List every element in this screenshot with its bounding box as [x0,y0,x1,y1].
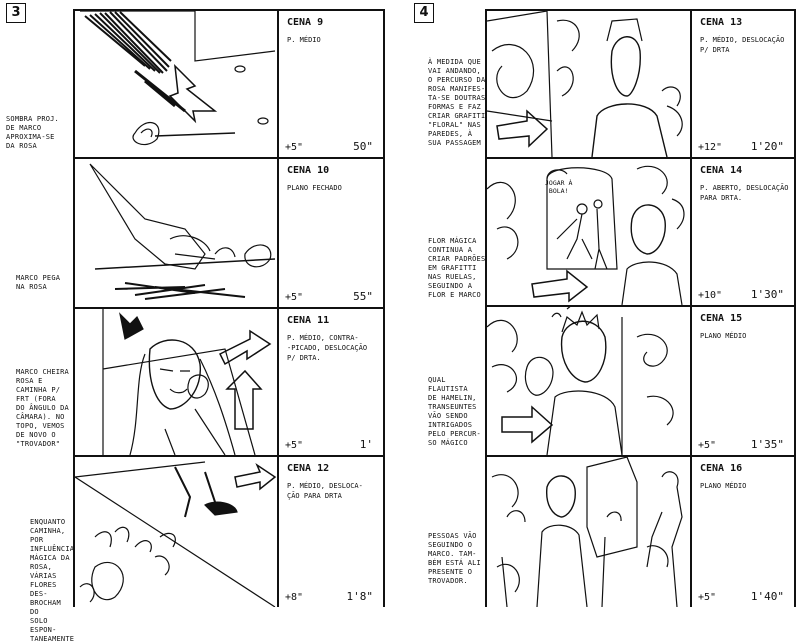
scene-duration: +10" [698,290,723,301]
scene-title: CENA 9 [287,17,324,28]
scene-time: 1'35" [750,438,784,451]
row-line [485,157,795,159]
scene-note: MARCO CHEIRA ROSA E CAMINHA P/ FRT (FORA… [16,368,69,448]
scene-title: CENA 14 [700,165,743,176]
scene-note: SOMBRA PROJ. DE MARCO APROXIMA-SE DA ROS… [6,115,59,150]
scene-description: PLANO MÉDIO [700,332,747,340]
scene-time: 1'8" [346,590,374,603]
scene-info: CENA 12 P. MÉDIO, DESLOCA- ÇÃO PARA DRTA… [279,457,383,607]
scene-title: CENA 15 [700,313,743,324]
scene-time: 50" [353,140,373,153]
scene-description: P. MÉDIO, DESLOCAÇÃO P/ DRTA [700,36,785,54]
scene-title: CENA 11 [287,315,330,326]
scene-time: 1'20" [750,140,784,153]
page-number: 3 [6,3,26,23]
scene-sketch [75,457,277,607]
speech-bubble: JOGAR À BOLA! [545,179,573,195]
scene-duration: +8" [285,592,304,603]
scene-time: 1'40" [750,590,784,603]
row-line [73,157,384,159]
scene-title: CENA 13 [700,17,743,28]
scene-sketch [487,11,690,157]
scene-description: P. MÉDIO [287,36,321,44]
scene-duration: +5" [698,440,717,451]
scene-duration: +5" [698,592,717,603]
scene-description: P. MÉDIO, DESLOCA- ÇÃO PARA DRTA [287,482,363,500]
scene-info: CENA 15 PLANO MÉDIO +5" 1'35" [692,307,794,455]
page-number: 4 [414,3,434,23]
row-line [73,9,384,11]
scene-title: CENA 10 [287,165,330,176]
row-line [485,455,795,457]
frame-border-left [485,9,487,607]
frame-divider [690,9,692,607]
scene-note: FLOR MÁGICA CONTINUA A CRIAR PADRÕES EM … [428,237,486,299]
scene-title: CENA 12 [287,463,330,474]
scene-note: À MEDIDA QUE VAI ANDANDO, O PERCURSO DA … [428,58,486,147]
scene-note: MARCO PEGA NA ROSA [16,274,61,291]
scene-time: 55" [353,290,373,303]
scene-description: P. ABERTO, DESLOCAÇÃO PARA DRTA. [700,184,789,202]
scene-note: PESSOAS VÃO SEGUINDO O MARCO. TAM- BÉM E… [428,532,481,585]
row-line [73,455,384,457]
storyboard-page-3: 3 SOMBRA PROJ. DE MARCO APROXIMA-SE DA R… [0,0,400,643]
scene-info: CENA 9 P. MÉDIO +5" 50" [279,11,383,157]
storyboard-page-4: 4 À MEDIDA QUE VAI ANDANDO, O PERCURSO D… [400,0,800,611]
scene-duration: +5" [285,142,304,153]
scene-sketch [75,11,277,157]
scene-info: CENA 16 PLANO MÉDIO +5" 1'40" [692,457,794,607]
scene-sketch [487,307,690,455]
scene-info: CENA 14 P. ABERTO, DESLOCAÇÃO PARA DRTA.… [692,159,794,305]
scene-description: PLANO MÉDIO [700,482,747,490]
scene-sketch: JOGAR À BOLA! [487,159,690,305]
scene-description: PLANO FECHADO [287,184,342,192]
scene-duration: +5" [285,440,304,451]
scene-sketch [487,457,690,607]
scene-info: CENA 10 PLANO FECHADO +5" 55" [279,159,383,307]
scene-sketch [75,309,277,455]
scene-title: CENA 16 [700,463,743,474]
scene-description: P. MÉDIO, CONTRA- -PICADO, DESLOCAÇÃO P/… [287,334,368,362]
scene-info: CENA 13 P. MÉDIO, DESLOCAÇÃO P/ DRTA +12… [692,11,794,157]
scene-info: CENA 11 P. MÉDIO, CONTRA- -PICADO, DESLO… [279,309,383,455]
frame-border-right [794,9,796,607]
scene-sketch [75,159,277,307]
scene-time: 1'30" [750,288,784,301]
row-line [73,307,384,309]
scene-time: 1' [359,438,373,451]
scene-duration: +5" [285,292,304,303]
row-line [485,9,795,11]
scene-duration: +12" [698,142,723,153]
scene-note: ENQUANTO CAMINHA, POR INFLUÊNCIA MÁGICA … [30,518,75,643]
scene-note: QUAL FLAUTISTA DE HAMELIN, TRANSEUNTES V… [428,376,481,447]
row-line [485,305,795,307]
